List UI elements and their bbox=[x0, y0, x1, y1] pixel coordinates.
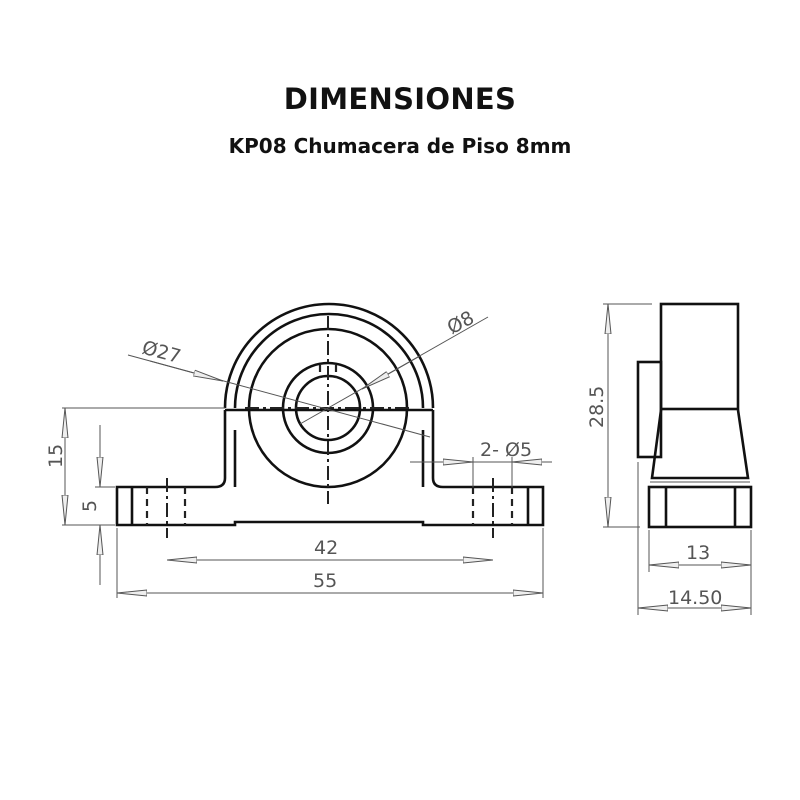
front-dimensions: Ø27 Ø8 2- Ø5 15 5 42 55 bbox=[45, 307, 552, 598]
dim-housing-diameter: Ø27 bbox=[140, 337, 184, 368]
page-title: DIMENSIONES bbox=[283, 82, 517, 116]
dim-mount-holes: 2- Ø5 bbox=[480, 439, 532, 461]
dim-center-height: 15 bbox=[45, 444, 67, 468]
dim-base-thickness: 5 bbox=[79, 500, 101, 512]
dim-overall-width: 14.50 bbox=[668, 587, 722, 609]
side-dimensions: 28.5 13 14.50 bbox=[586, 303, 752, 615]
dim-overall-length: 55 bbox=[313, 570, 337, 592]
dim-hole-spacing: 42 bbox=[314, 537, 338, 559]
dim-overall-height: 28.5 bbox=[586, 386, 608, 428]
dim-base-width: 13 bbox=[686, 542, 710, 564]
dim-bore-diameter: Ø8 bbox=[444, 307, 478, 339]
front-view bbox=[115, 302, 545, 538]
page-subtitle: KP08 Chumacera de Piso 8mm bbox=[228, 134, 572, 158]
side-view bbox=[636, 302, 753, 529]
